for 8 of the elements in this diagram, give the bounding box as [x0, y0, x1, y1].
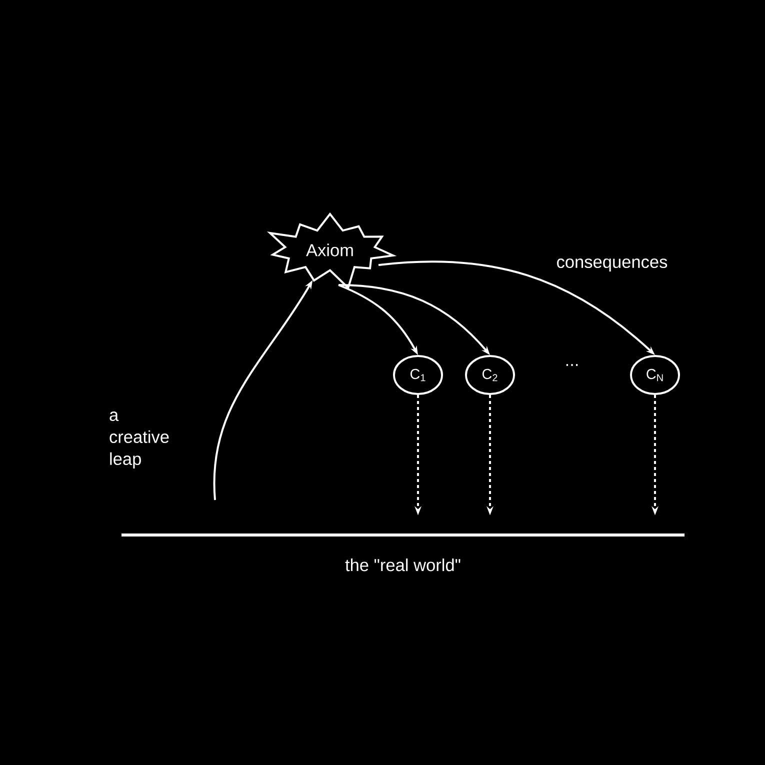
- edge-label: a creative leap: [110, 412, 169, 468]
- circle-node: C$_{1}$: [393, 355, 443, 395]
- edge-label: consequences: [557, 258, 668, 272]
- node-label: the "real world": [345, 558, 460, 572]
- ellipsis: ...: [566, 364, 578, 366]
- ground-line: [122, 534, 684, 536]
- circle-node: C$_{2}$: [465, 355, 515, 395]
- circle-node: C$_{N}$: [630, 355, 680, 395]
